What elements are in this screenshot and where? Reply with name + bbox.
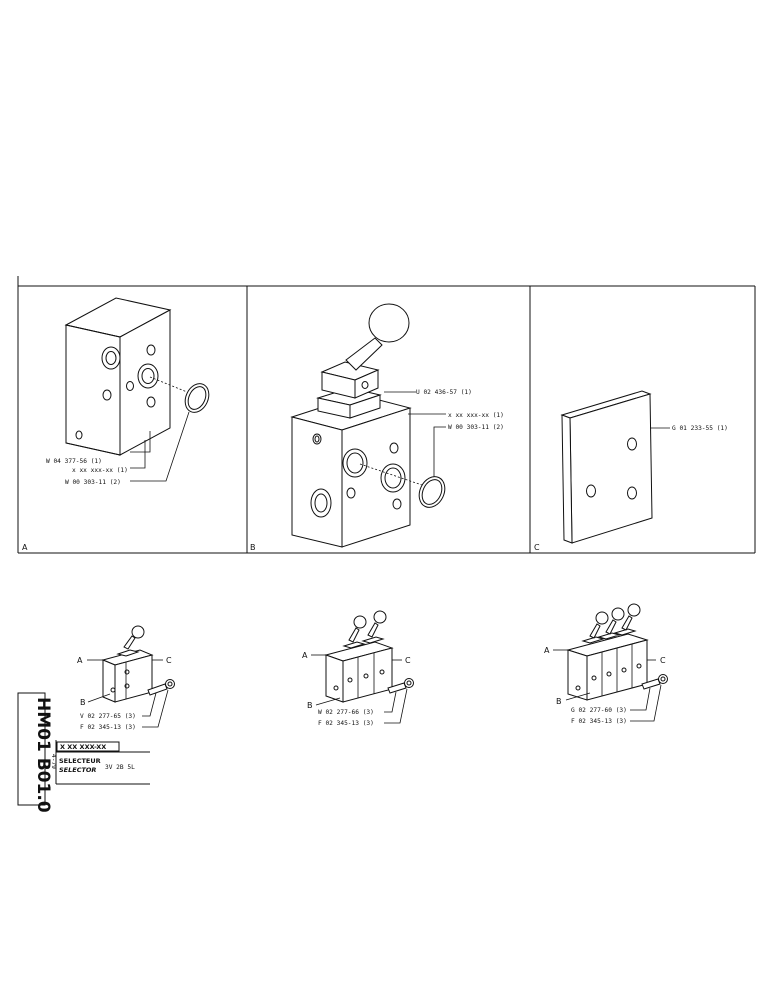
panel-b-callout-1: U 02 436-57 (1) [416,389,472,396]
panel-c: G 01 233-55 (1) C [534,390,728,552]
panel-a-callout-1: W 04 377-56 (1) [46,458,102,465]
assembly-2-callout-1: W 02 277-66 (3) [318,709,374,716]
panel-a-oring [149,376,210,413]
assembly-2-label-a: A [302,651,308,660]
assembly-3-callout-1: G 02 277-60 (3) [571,707,627,714]
panel-b-body [290,303,412,548]
assembly-3: A B C G 02 277-60 (3) F 02 345-13 (3) [544,603,668,725]
spec-text: 3V 2B 5L [105,764,135,771]
assembly-3-callout-2: F 02 345-13 (3) [571,718,627,725]
assembly-2-label-b: B [307,701,313,710]
assembly-1: A B C V 02 277-65 (3) F 02 345-13 (3) [77,625,175,731]
top-panel-frame [17,276,756,554]
assembly-3-label-c: C [660,656,666,665]
assembly-3-drawing [566,603,668,701]
panel-a-letter: A [22,543,28,552]
assembly-3-label-b: B [556,697,562,706]
panel-a-leaders [130,411,190,482]
assembly-2-callout-2: F 02 345-13 (3) [318,720,374,727]
title-block: HM01 B01.0 4-79 X XX XXX-XX SELECTEUR SE… [17,692,150,813]
panel-a-callout-2: x xx xxx-xx (1) [72,467,128,474]
assembly-1-callout-1: V 02 277-65 (3) [80,713,136,720]
panel-a-block [64,297,172,456]
part-number: X XX XXX-XX [60,743,106,751]
panel-a: W 04 377-56 (1) x xx xxx-xx (1) W 00 303… [22,297,210,552]
panel-b-leaders [384,391,446,477]
assembly-2: A B C W 02 277-66 (3) F 02 345-13 (3) [302,610,414,727]
title-en: SELECTOR [59,766,96,774]
assembly-1-label-b: B [80,698,86,707]
panel-b-callout-3: W 00 303-11 (2) [448,424,504,431]
assembly-1-callout-2: F 02 345-13 (3) [80,724,136,731]
panel-c-letter: C [534,543,540,552]
assembly-2-drawing [324,610,414,703]
panel-a-callout-3: W 00 303-11 (2) [65,479,121,486]
assembly-1-label-a: A [77,656,83,665]
panel-b-oring [359,463,446,508]
assembly-1-label-c: C [166,656,172,665]
assembly-2-label-c: C [405,656,411,665]
assembly-2-leaders [311,654,408,724]
panel-c-callout-1: G 01 233-55 (1) [672,425,728,432]
panel-b: U 02 436-57 (1) x xx xxx-xx (1) W 00 303… [250,303,504,552]
sheet-code: HM01 B01.0 [33,697,53,813]
panel-b-callout-2: x xx xxx-xx (1) [448,412,504,419]
sheet-date: 4-79 [50,754,57,769]
title-fr: SELECTEUR [59,757,101,765]
panel-b-letter: B [250,543,256,552]
assembly-3-leaders [553,649,662,722]
panel-c-plate [560,390,653,544]
assembly-1-leaders [87,659,169,728]
assembly-3-label-a: A [544,646,550,655]
assembly-1-drawing [101,625,175,703]
